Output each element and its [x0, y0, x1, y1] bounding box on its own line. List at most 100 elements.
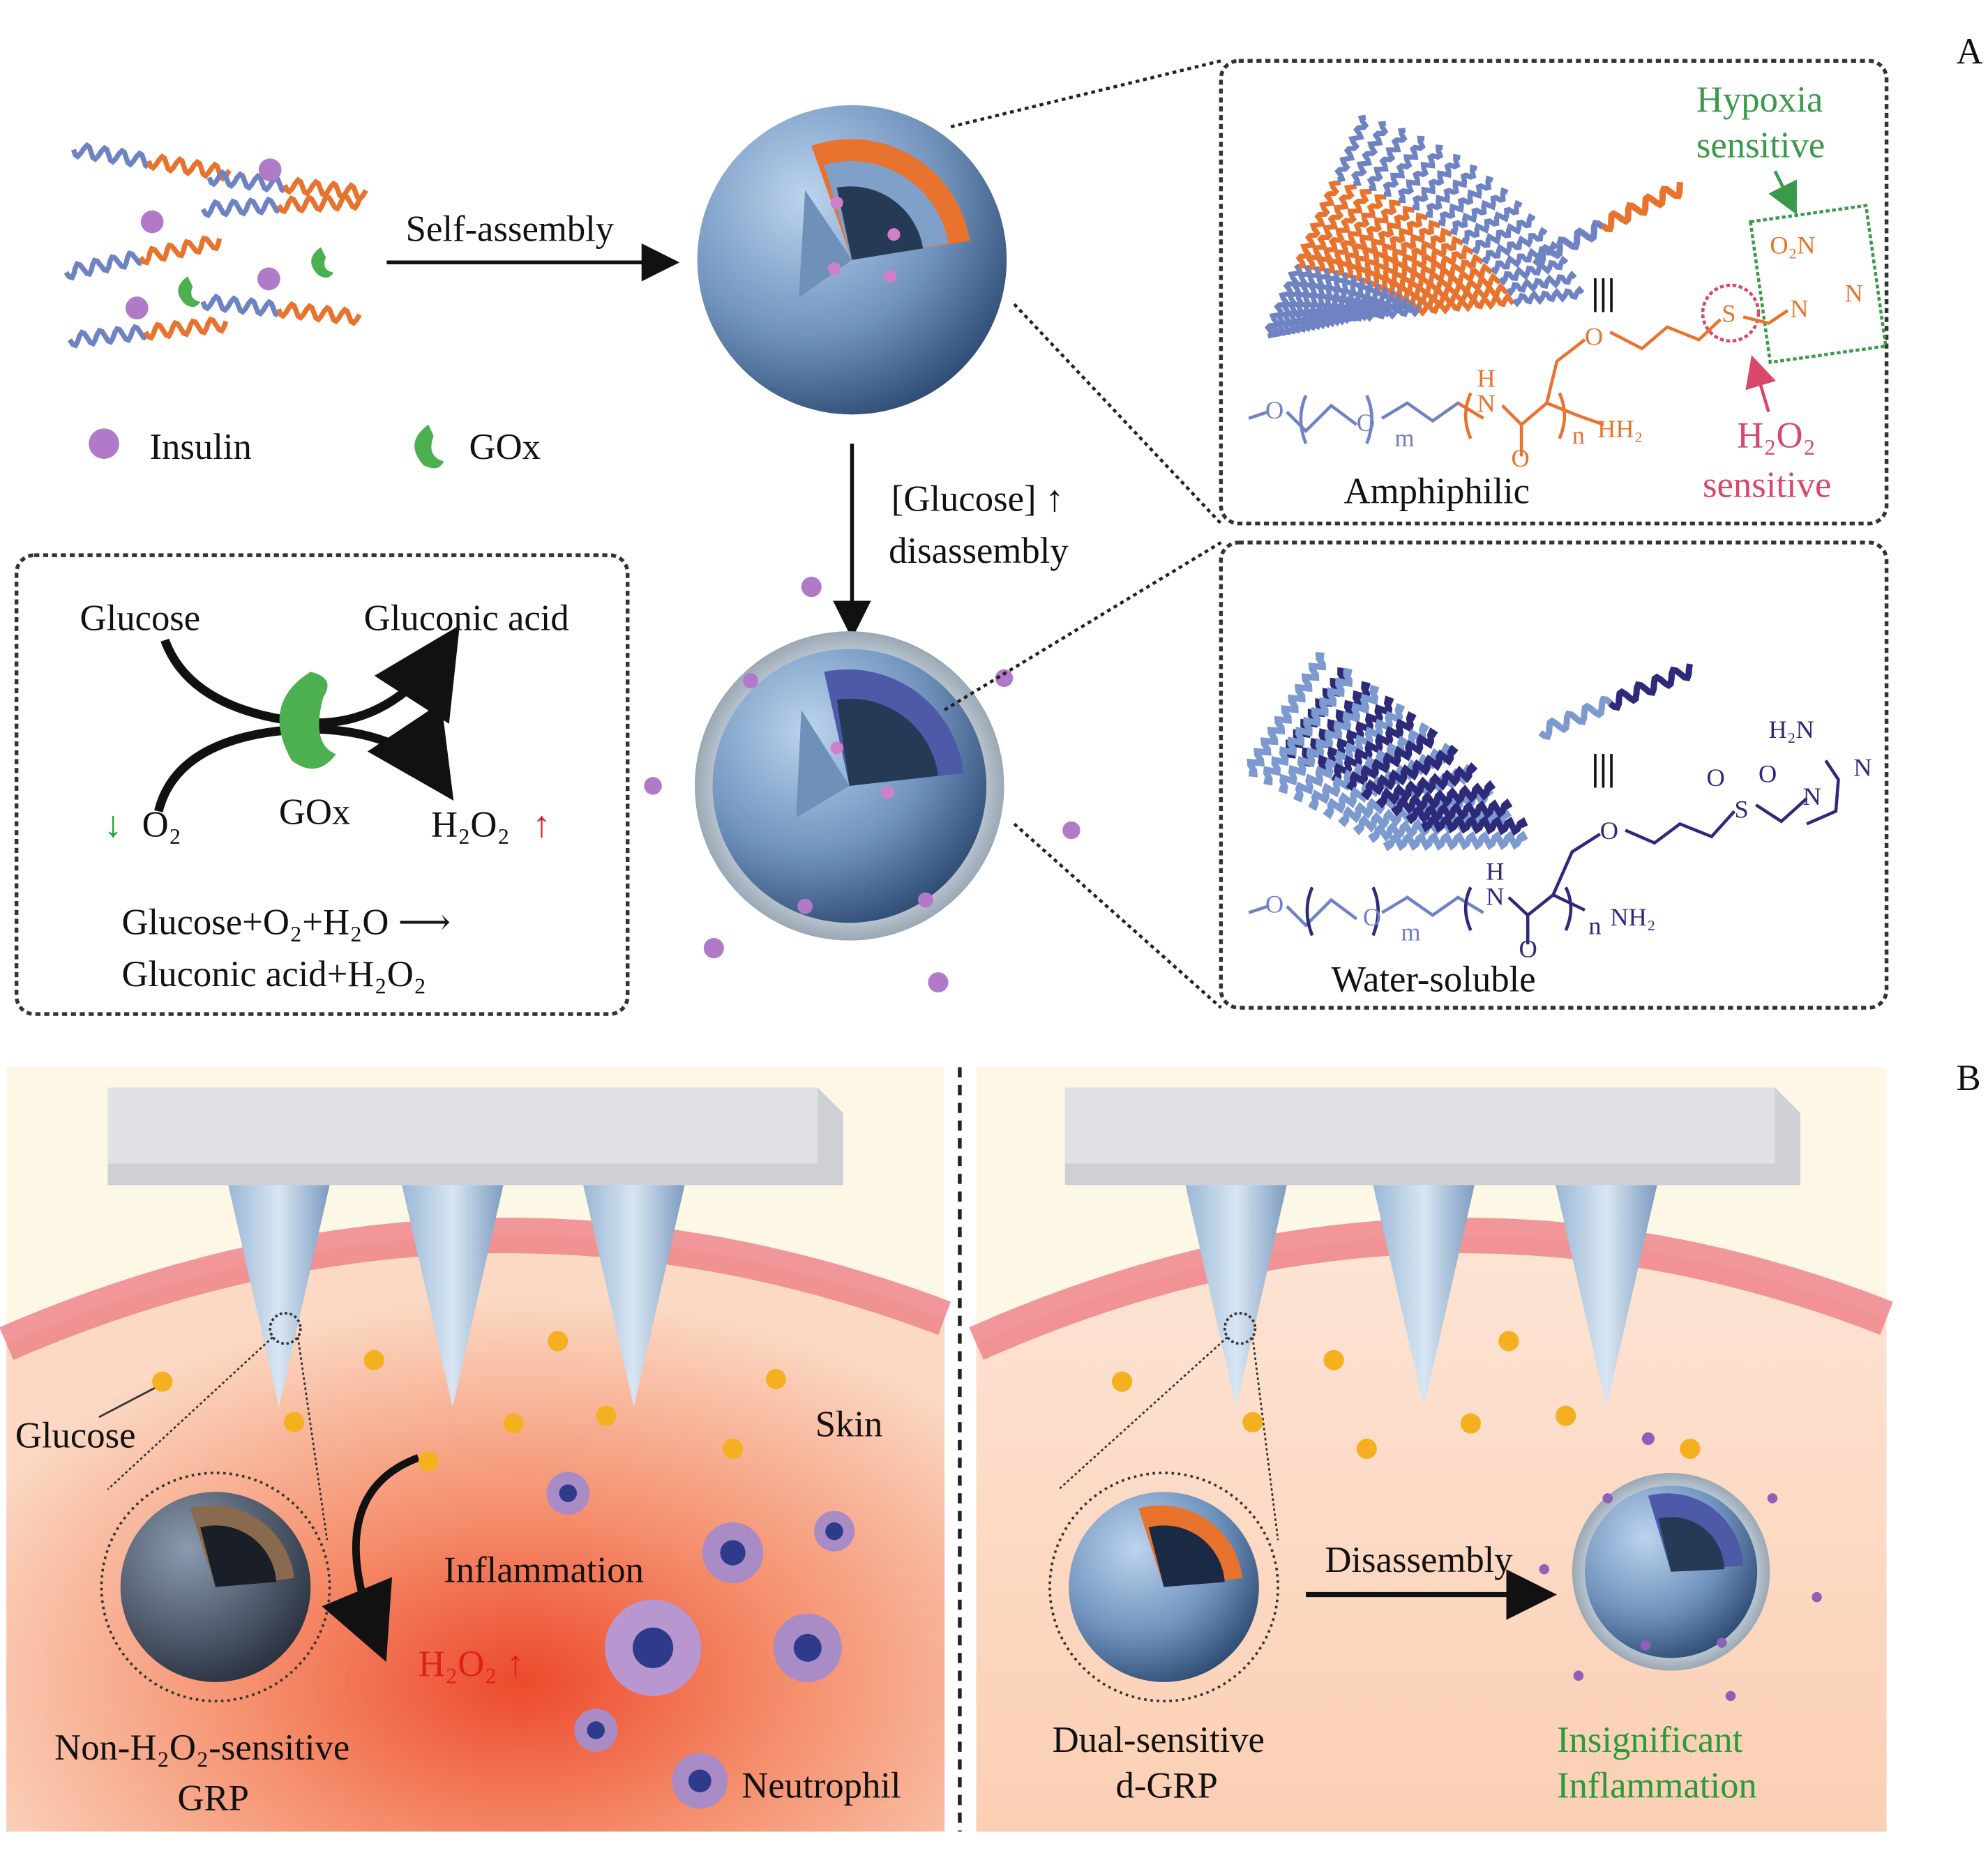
outcome-label-2: Inflammation: [1557, 1765, 1757, 1806]
polymer-chain: [1425, 164, 1478, 219]
polymer-chain: [283, 176, 368, 202]
polymer-chain: [1366, 128, 1408, 191]
nanoparticle-assembled: [697, 105, 1007, 415]
polymer-chain: [206, 169, 286, 194]
polymer-chain: [1438, 175, 1493, 227]
legend-insulin: Insulin: [150, 427, 252, 467]
atom: N: [1803, 782, 1821, 810]
self-assembly-label: Self-assembly: [406, 209, 615, 249]
insulin-dots: [125, 158, 282, 320]
polymer-chain: [1376, 762, 1478, 809]
d-grp-label-1: Dual-sensitive: [1053, 1720, 1265, 1760]
polymer-chain: [1306, 183, 1357, 271]
atom: N: [1486, 883, 1504, 911]
polymer-chain: [67, 324, 147, 349]
atom: O: [1585, 322, 1603, 350]
polymer-chain: [1334, 114, 1369, 183]
polymer-chain: [276, 301, 362, 326]
polymer-chain: [1406, 798, 1513, 825]
polymer-chain: [1362, 220, 1441, 285]
amphiphilic-title: Amphiphilic: [1344, 471, 1530, 512]
legend-gox: GOx: [469, 427, 541, 467]
atom: S: [1722, 300, 1735, 328]
outcome-label-1: Insignificant: [1557, 1720, 1743, 1760]
amphiphilic-single-chain: [1532, 181, 1684, 267]
water-soluble-box: ||| O O m H N O n NH₂ O S O O H₂N N N Wa…: [1219, 540, 1889, 1010]
polymer-chain: [1361, 744, 1459, 801]
glucose-trigger-label: [Glucose] ↑: [891, 478, 1064, 519]
water-soluble-single-chain: [1538, 663, 1693, 741]
polymer-chain: [1326, 194, 1387, 274]
grp-label-2: GRP: [177, 1778, 249, 1818]
panel-label-a: A: [1957, 31, 1983, 72]
polymer-chain: [1608, 663, 1693, 711]
equivalence-sign: |||: [1591, 748, 1616, 788]
atom: O: [1706, 764, 1724, 792]
atom: m: [1401, 918, 1420, 946]
water-soluble-chain-fan: [1247, 651, 1528, 852]
polymer-chain: [143, 316, 229, 341]
neutrophil-cells: [546, 1472, 855, 1809]
legend: Insulin GOx: [89, 424, 541, 469]
polymer-chain: [1331, 711, 1417, 784]
grp-label-1: Non-H₂O₂-sensitive: [54, 1727, 349, 1768]
hypoxia-highlight: [1748, 204, 1888, 365]
equation-line-2: Gluconic acid+H₂O₂: [122, 954, 427, 994]
glucose-label: Glucose: [80, 598, 201, 638]
polymer-chain: [1346, 206, 1415, 279]
d-grp-label-2: d-GRP: [1115, 1765, 1217, 1806]
polymer-chain: [1498, 255, 1569, 286]
glucose-molecules: [1112, 1331, 1701, 1460]
polymer-chain: [1383, 831, 1528, 852]
h2o2-highlight: [1701, 283, 1761, 343]
polymer-chain: [1316, 189, 1372, 272]
h2o2-increase-label: H₂O₂ ↑: [419, 1644, 525, 1684]
atom: H: [1477, 364, 1495, 392]
polymer-chain: [1278, 684, 1380, 794]
polymer-chain: [63, 250, 143, 281]
atom: O: [1600, 817, 1618, 845]
microneedle-patch: [1064, 1087, 1800, 1407]
hypoxia-label-1: Hypoxia: [1696, 80, 1823, 120]
inflammation-label: Inflammation: [444, 1550, 644, 1590]
polymer-chain: [1390, 780, 1496, 817]
polymer-chain: [1412, 153, 1461, 211]
polymer-chain: [1346, 727, 1438, 792]
nanoparticle-disassembling: [695, 631, 1004, 941]
atom: H₂N: [1769, 716, 1814, 743]
atom: O: [1265, 891, 1283, 918]
water-soluble-structure: [1248, 759, 1840, 945]
polymer-chain: [1512, 285, 1585, 308]
atom: N: [1845, 280, 1863, 308]
polymer-chain: [1383, 135, 1426, 197]
polymer-chain: [1263, 667, 1353, 786]
panel-b-right: Disassembly Dual-sensitive d-GRP Insigni…: [969, 1067, 1893, 1832]
polymer-chain: [1481, 227, 1548, 265]
polymer-chain: [1421, 813, 1528, 836]
polymer-chain: [200, 293, 280, 318]
released-insulin: [1539, 1432, 1822, 1702]
atom: N: [1477, 390, 1495, 418]
polymer-chain: [1341, 303, 1422, 324]
released-insulin: [644, 576, 1080, 993]
polymer-chain: [1532, 220, 1605, 267]
gox-enzyme-icon: [279, 672, 336, 769]
polymer-chain: [1417, 292, 1516, 317]
glucose-molecules: [152, 1331, 786, 1472]
amphiphilic-chain-fan: [1265, 114, 1585, 339]
polymer-chain: [1461, 199, 1523, 245]
h2o2-label: H₂O₂: [431, 805, 510, 845]
polymer-chain: [1354, 212, 1429, 282]
atom: O: [1265, 396, 1283, 424]
h2o2-sensitive-label-1: H₂O₂: [1737, 416, 1816, 456]
skin-label: Skin: [815, 1404, 883, 1444]
atom: m: [1394, 424, 1414, 452]
polymer-chain: [1600, 181, 1684, 233]
gluconic-acid-label: Gluconic acid: [364, 598, 569, 638]
polymer-chain: [200, 196, 280, 219]
reaction-box: Glucose Gluconic acid ↓ O₂ GOx H₂O₂ ↑ Gl…: [14, 553, 630, 1016]
glucose-label-b: Glucose: [15, 1416, 136, 1456]
atom: O: [1363, 903, 1381, 931]
amphiphilic-structure: [1248, 309, 1789, 457]
